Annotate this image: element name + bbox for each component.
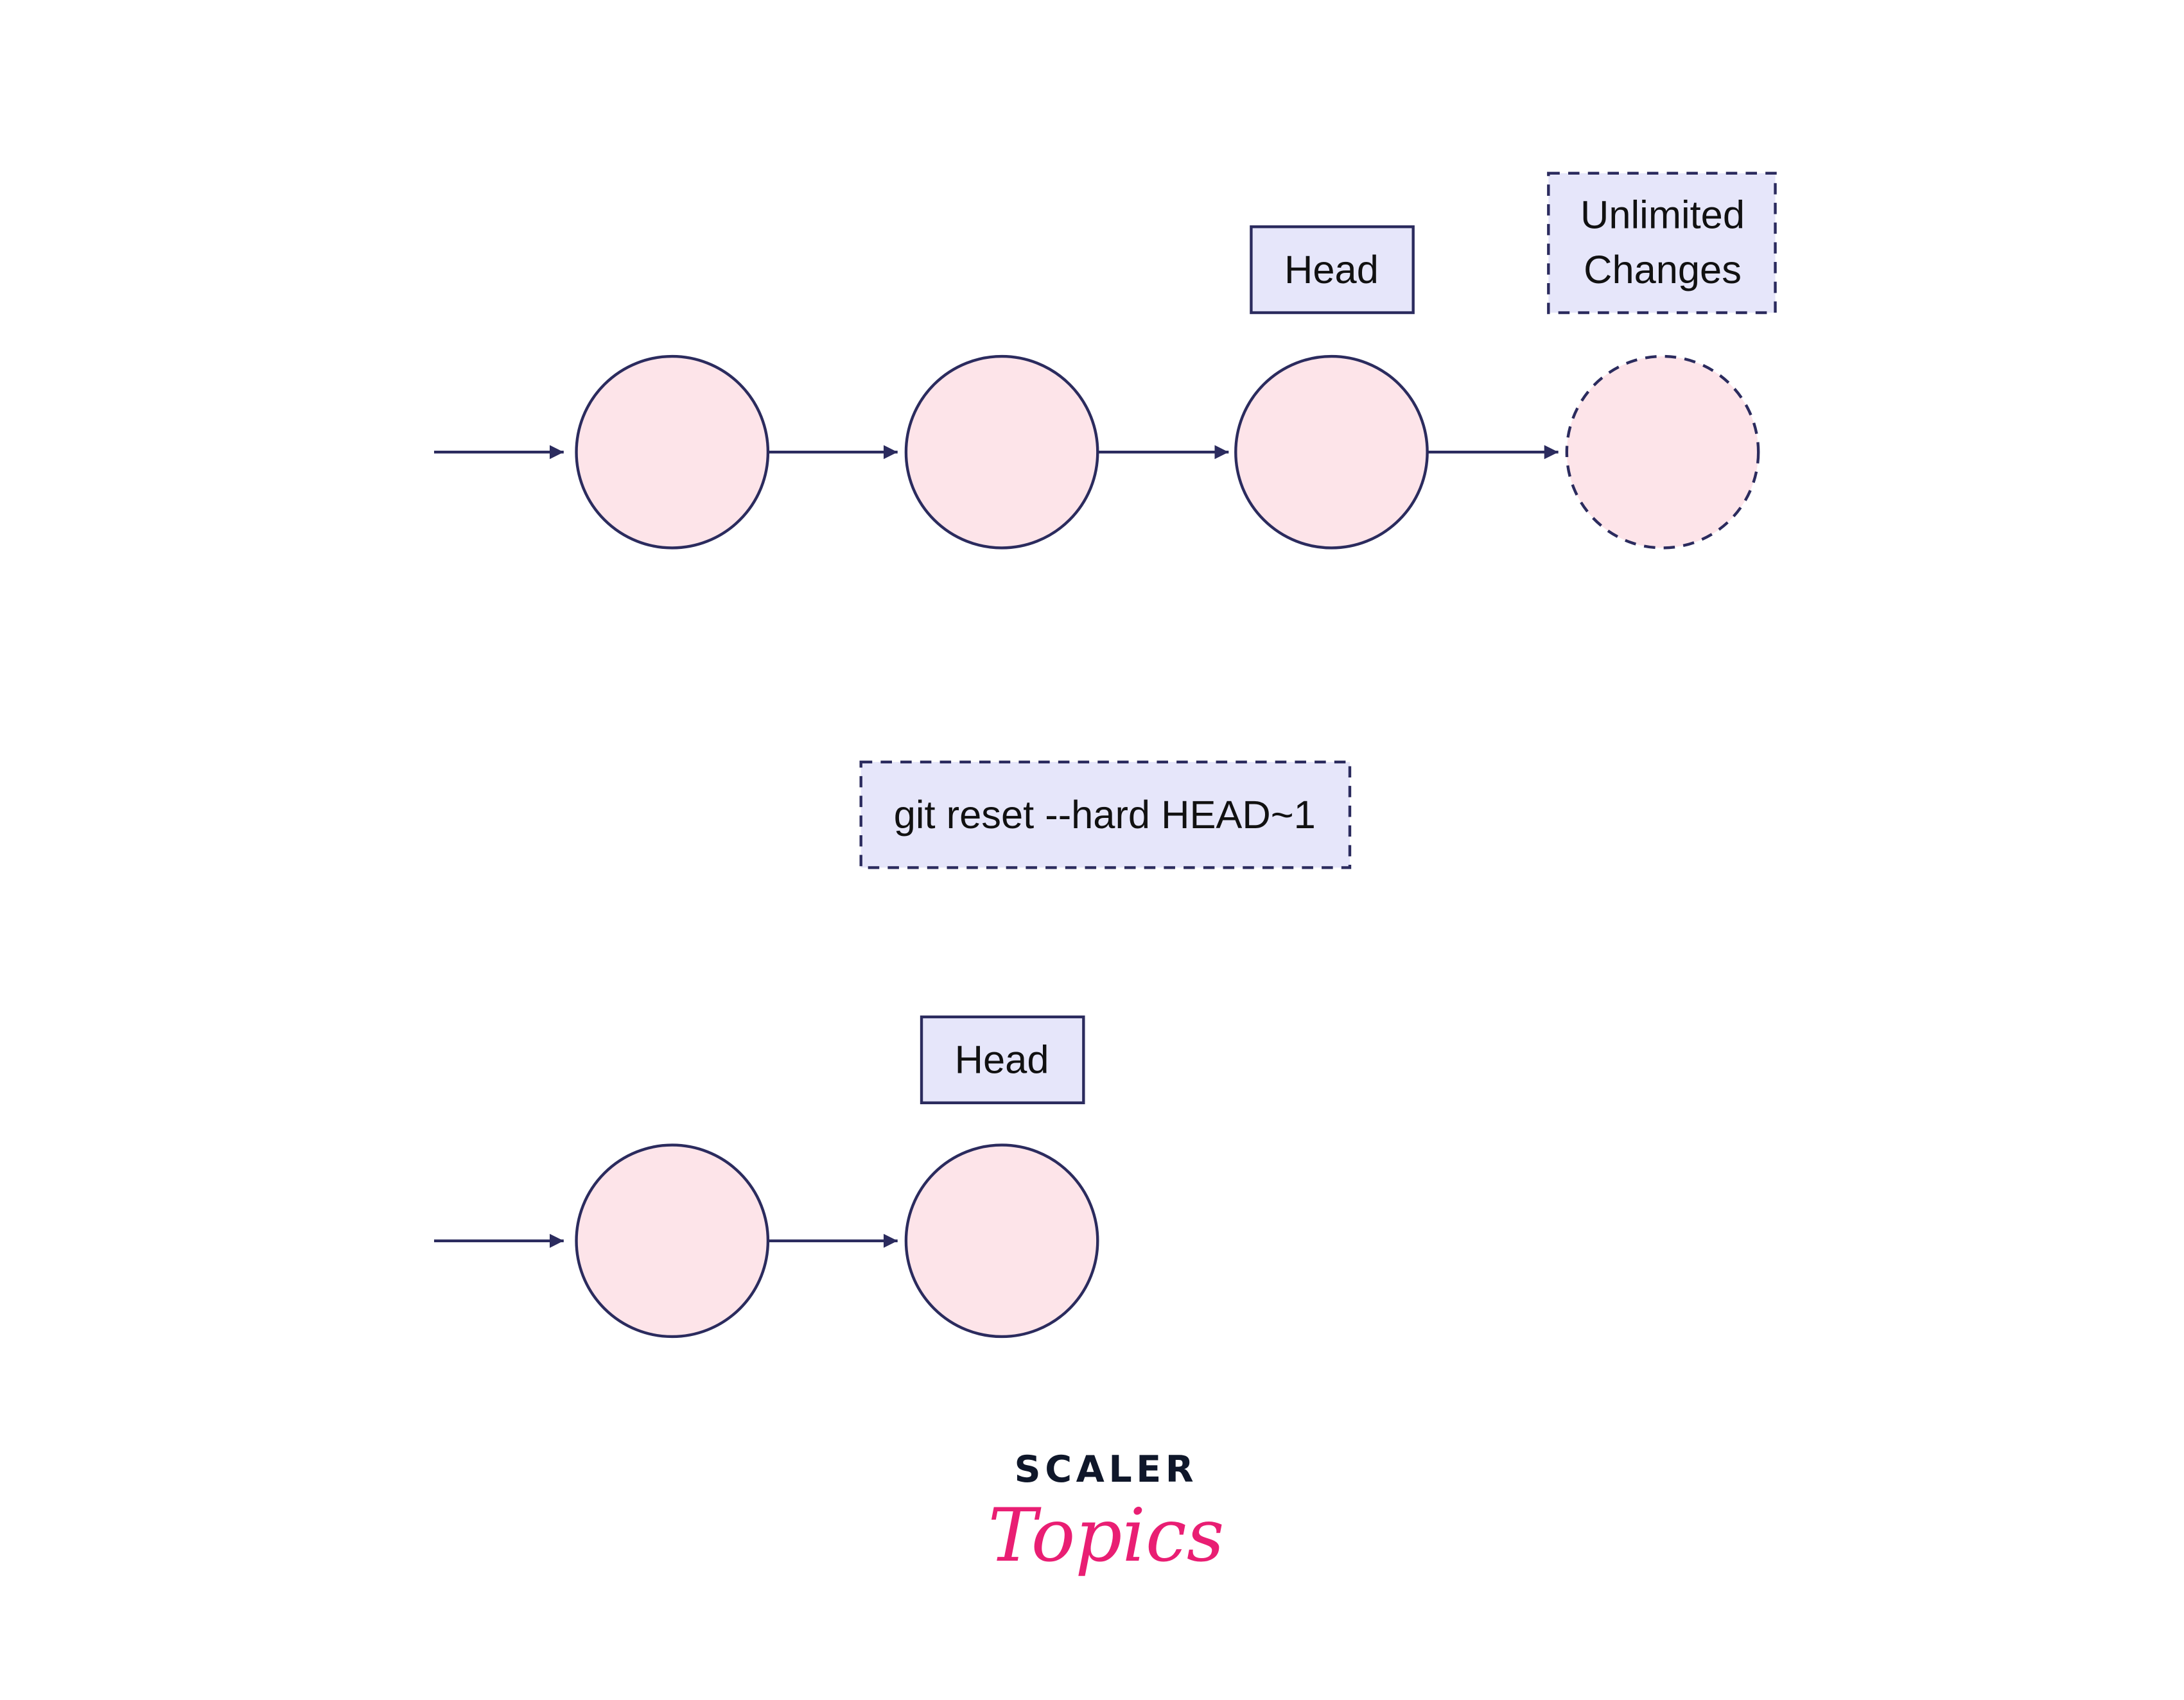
head-text: Head	[955, 1038, 1049, 1082]
head-label-top: Head	[1250, 225, 1415, 315]
top-commit-chain	[433, 354, 1760, 550]
unlimited-text: Unlimited	[1580, 193, 1745, 237]
head-label-bottom: Head	[920, 1015, 1085, 1104]
commit-node-3-head	[1234, 354, 1429, 550]
changes-text: Changes	[1584, 248, 1742, 292]
logo-topics: Topics	[988, 1493, 1225, 1578]
commit-node-1	[575, 1143, 770, 1339]
commit-node-1	[575, 354, 770, 550]
commit-node-2	[904, 354, 1099, 550]
scaler-topics-logo: SCALER Topics	[988, 1448, 1225, 1578]
commit-node-4-uncommitted	[1565, 354, 1760, 550]
head-text: Head	[1284, 248, 1379, 292]
command-box: git reset --hard HEAD~1	[859, 760, 1352, 869]
commit-node-2-head	[904, 1143, 1099, 1339]
bottom-commit-chain	[433, 1143, 1099, 1339]
logo-scaler: SCALER	[1015, 1448, 1198, 1491]
command-text: git reset --hard HEAD~1	[894, 793, 1316, 837]
unlimited-changes-label: Unlimited Changes	[1547, 171, 1777, 315]
